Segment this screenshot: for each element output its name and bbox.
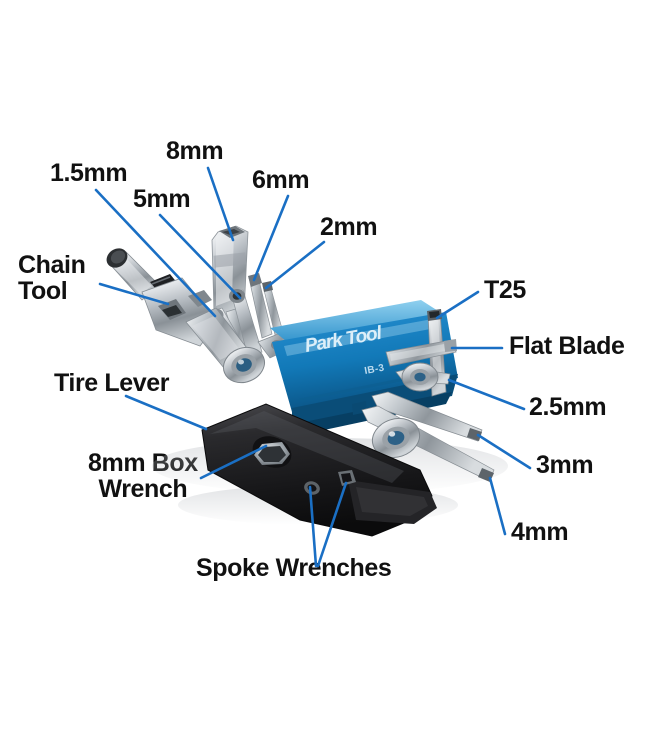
label-line: 8mm Box xyxy=(88,449,198,477)
label-line: 6mm xyxy=(252,166,310,194)
right-pivot-bolt xyxy=(371,417,421,459)
leader-t25 xyxy=(435,290,480,320)
label-1-5mm: 1.5mm xyxy=(50,159,128,187)
svg-text:IB-3: IB-3 xyxy=(364,363,386,377)
torx-t25-tool xyxy=(427,309,447,397)
tire-lever-part xyxy=(201,403,437,537)
label-line: Wrench xyxy=(98,475,188,503)
label-line: Tire Lever xyxy=(54,369,170,397)
label-line: T25 xyxy=(484,276,526,304)
label-flat-blade: Flat Blade xyxy=(509,332,625,360)
blue-handle-body: Park Tool IB-3 xyxy=(270,300,458,436)
left-pivot-bolt xyxy=(223,329,301,384)
label-t25: T25 xyxy=(484,277,526,304)
label-3mm: 3mm xyxy=(536,451,594,479)
hex-6mm-tool xyxy=(248,273,273,339)
hex-2-5mm-tool xyxy=(395,362,451,392)
leader-tire-lever xyxy=(124,394,208,431)
leader-2mm xyxy=(264,240,326,290)
label-line: 1.5mm xyxy=(50,159,128,187)
label-line: 4mm xyxy=(511,518,569,546)
label-line: Chain xyxy=(18,251,86,279)
label-line: Spoke Wrenches xyxy=(196,554,392,582)
label-line: 2mm xyxy=(320,213,378,241)
label-line: 5mm xyxy=(133,185,191,213)
hex-8mm-tool xyxy=(211,225,256,349)
leader-4mm xyxy=(488,476,507,536)
label-4mm: 4mm xyxy=(511,518,569,546)
leader-box-wrench xyxy=(199,444,268,480)
label-8mm: 8mm xyxy=(166,137,224,165)
label-line: 2.5mm xyxy=(529,393,607,421)
label-line: 8mm xyxy=(166,137,224,165)
hex-2mm-tool xyxy=(262,281,285,340)
hex-4mm-tool xyxy=(361,405,495,482)
leader-3mm xyxy=(476,433,532,470)
leader-6mm xyxy=(252,194,290,282)
hex-1-5mm-tool xyxy=(208,307,253,368)
label-tire-lever: Tire Lever xyxy=(54,370,169,397)
leader-8mm xyxy=(206,166,235,242)
flat-blade-tool xyxy=(385,339,457,367)
label-line: 3mm xyxy=(536,451,594,479)
leader-2-5mm xyxy=(447,378,526,411)
hex-5mm-tool xyxy=(229,289,263,358)
label-line: Tool xyxy=(18,277,68,305)
label-line: Flat Blade xyxy=(509,332,625,360)
leader-chain-tool xyxy=(98,282,170,306)
leader-5mm xyxy=(158,213,242,300)
label-spoke-wrenches: Spoke Wrenches xyxy=(196,554,392,582)
label-2mm: 2mm xyxy=(320,213,378,241)
label-5mm: 5mm xyxy=(133,185,191,213)
chain-tool-part xyxy=(106,248,251,369)
hex-3mm-tool xyxy=(371,391,483,442)
label-6mm: 6mm xyxy=(252,166,310,194)
label-2-5mm: 2.5mm xyxy=(529,393,607,421)
svg-text:Park Tool: Park Tool xyxy=(303,323,384,357)
